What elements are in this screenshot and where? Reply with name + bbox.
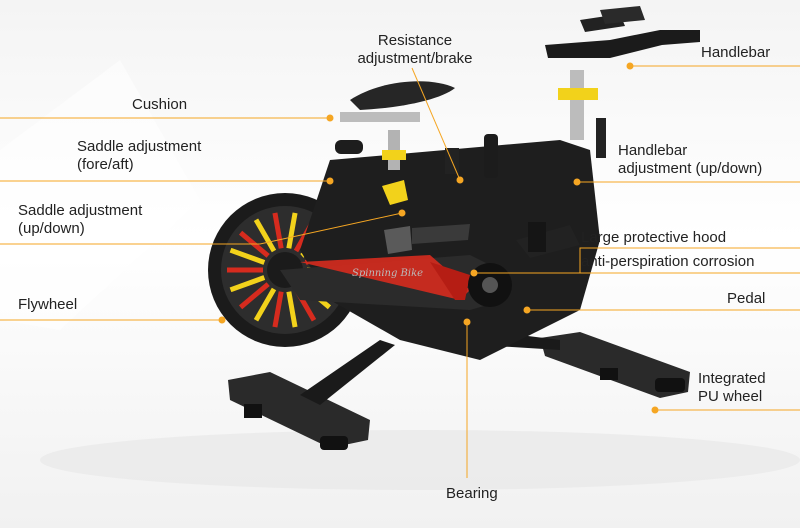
handlebar-leader-dot bbox=[626, 62, 634, 70]
bearing-leader-dot bbox=[463, 318, 471, 326]
pu-wheel-label: Integrated PU wheel bbox=[698, 370, 766, 405]
saddle-up-down-leader-dot bbox=[398, 209, 406, 217]
flywheel-spoke bbox=[286, 291, 298, 328]
flywheel-spoke bbox=[272, 212, 284, 249]
resistance-label: Resistance adjustment/brake bbox=[357, 32, 473, 67]
flywheel-spoke bbox=[229, 247, 266, 265]
flywheel-spoke bbox=[272, 291, 284, 328]
pedal-leader-dot bbox=[523, 306, 531, 314]
handlebar-label: Handlebar bbox=[701, 44, 771, 61]
hood-label: Large protective hood bbox=[581, 229, 727, 246]
saddle-fore-aft-label: Saddle adjustment (fore/aft) bbox=[77, 138, 202, 173]
handlebar-adjustment-leader-dot bbox=[573, 178, 581, 186]
bearing-label: Bearing bbox=[446, 485, 498, 502]
pedal-label: Pedal bbox=[727, 290, 766, 307]
rear-stabilizer bbox=[228, 340, 395, 450]
resistance-leader-dot bbox=[456, 176, 464, 184]
saddle-fore-aft-leader-dot bbox=[326, 177, 334, 185]
resistance-leader bbox=[411, 67, 461, 181]
flywheel-spoke bbox=[238, 282, 270, 310]
pu-wheel-leader-dot bbox=[651, 406, 659, 414]
cushion-leader-dot bbox=[326, 114, 334, 122]
handlebar-assembly bbox=[484, 6, 700, 178]
svg-text:Spinning Bike: Spinning Bike bbox=[352, 268, 423, 279]
handlebar-adjustment-label: Handlebar adjustment (up/down) bbox=[618, 142, 763, 177]
frame-body: Spinning Bike bbox=[280, 140, 600, 360]
seat-assembly bbox=[335, 81, 459, 174]
bike-illustration: Spinning Bike bbox=[208, 6, 700, 450]
hood-leader bbox=[474, 247, 800, 274]
flywheel-spoke bbox=[286, 212, 298, 249]
leader-lines bbox=[0, 62, 800, 478]
flywheel-label: Flywheel bbox=[18, 296, 78, 313]
anti-perspiration-label: anti-perspiration corrosion bbox=[581, 253, 755, 270]
flywheel-spoke bbox=[253, 287, 277, 322]
flywheel-spoke bbox=[253, 218, 277, 253]
saddle-up-down-label: Saddle adjustment (up/down) bbox=[18, 202, 143, 237]
hood-leader-dot bbox=[470, 269, 478, 277]
cushion-label: Cushion bbox=[132, 96, 188, 113]
saddle-up-down-leader bbox=[0, 212, 403, 245]
flywheel-spoke bbox=[229, 275, 266, 293]
flywheel-leader-dot bbox=[218, 316, 226, 324]
